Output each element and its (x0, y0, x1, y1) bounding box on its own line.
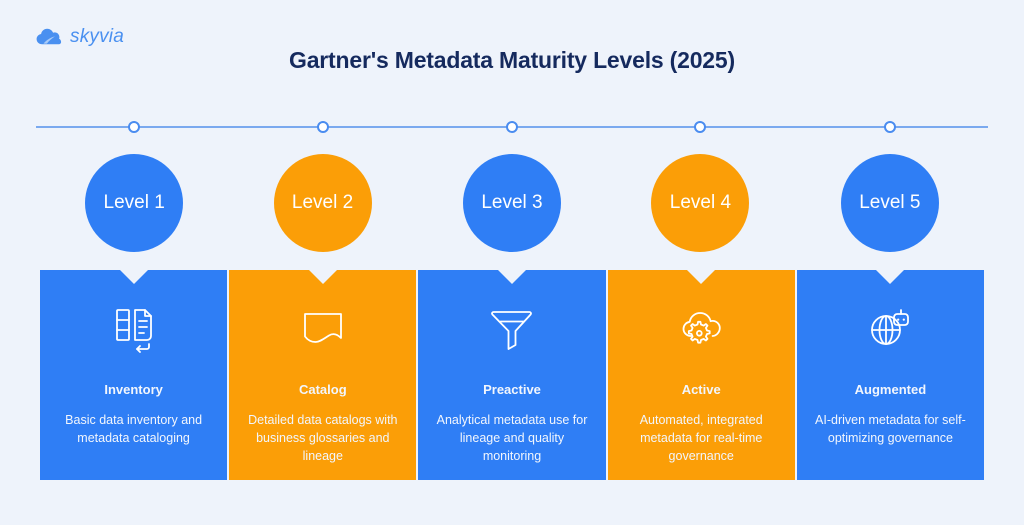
card-description: Detailed data catalogs with business glo… (248, 413, 398, 464)
level-card-2[interactable]: Catalog Detailed data catalogs with busi… (229, 270, 417, 480)
inventory-list-document-icon (105, 302, 163, 354)
level-badge-1[interactable]: Level 1 (85, 154, 184, 252)
brand-name: skyvia (70, 26, 124, 47)
card-description: AI-driven metadata for self-optimizing g… (815, 413, 966, 446)
cloud-gear-icon (672, 302, 730, 354)
level-badge-label: Level 1 (103, 192, 165, 213)
brand-logo: skyvia (36, 26, 124, 48)
timeline-marker-1 (128, 121, 141, 133)
level-card-5[interactable]: Augmented AI-driven metadata for self-op… (796, 270, 985, 480)
timeline-marker-4 (694, 121, 707, 133)
timeline-marker-3 (506, 121, 518, 133)
card-notch (308, 270, 337, 284)
card-notch (687, 270, 716, 284)
card-notch (876, 270, 905, 284)
card-notch (119, 270, 148, 284)
timeline-marker-5 (883, 121, 896, 133)
level-badge-3[interactable]: Level 3 (463, 154, 561, 252)
level-card-4[interactable]: Active Automated, integrated metadata fo… (607, 270, 795, 480)
level-card-1[interactable]: Inventory Basic data inventory and metad… (40, 270, 228, 480)
level-cards: Inventory Basic data inventory and metad… (40, 270, 985, 480)
catalog-banner-icon (294, 302, 352, 354)
level-badge-4[interactable]: Level 4 (651, 154, 750, 252)
level-badge-label: Level 4 (669, 192, 732, 213)
timeline-track (36, 121, 988, 133)
funnel-filter-icon (483, 302, 541, 354)
timeline-marker-2 (316, 121, 329, 133)
card-description: Analytical metadata use for lineage and … (436, 413, 588, 464)
level-badges: Level 1 Level 2 Level 3 Level 4 Level 5 (0, 154, 1024, 252)
card-heading: Preactive (483, 382, 541, 397)
card-heading: Catalog (298, 382, 347, 397)
card-heading: Inventory (104, 382, 163, 397)
level-badge-label: Level 3 (481, 192, 543, 213)
level-badge-label: Level 5 (859, 192, 921, 213)
card-heading: Active (681, 382, 721, 397)
card-notch (498, 270, 526, 284)
level-badge-2[interactable]: Level 2 (273, 154, 372, 252)
card-description: Automated, integrated metadata for real-… (639, 413, 763, 464)
globe-robot-icon (861, 302, 919, 354)
card-description: Basic data inventory and metadata catalo… (65, 413, 203, 446)
level-card-3[interactable]: Preactive Analytical metadata use for li… (418, 270, 606, 480)
level-badge-label: Level 2 (291, 192, 354, 213)
level-badge-5[interactable]: Level 5 (840, 154, 939, 252)
cloud-icon (36, 27, 62, 47)
page-title: Gartner's Metadata Maturity Levels (2025… (289, 47, 735, 73)
card-heading: Augmented (854, 382, 927, 397)
